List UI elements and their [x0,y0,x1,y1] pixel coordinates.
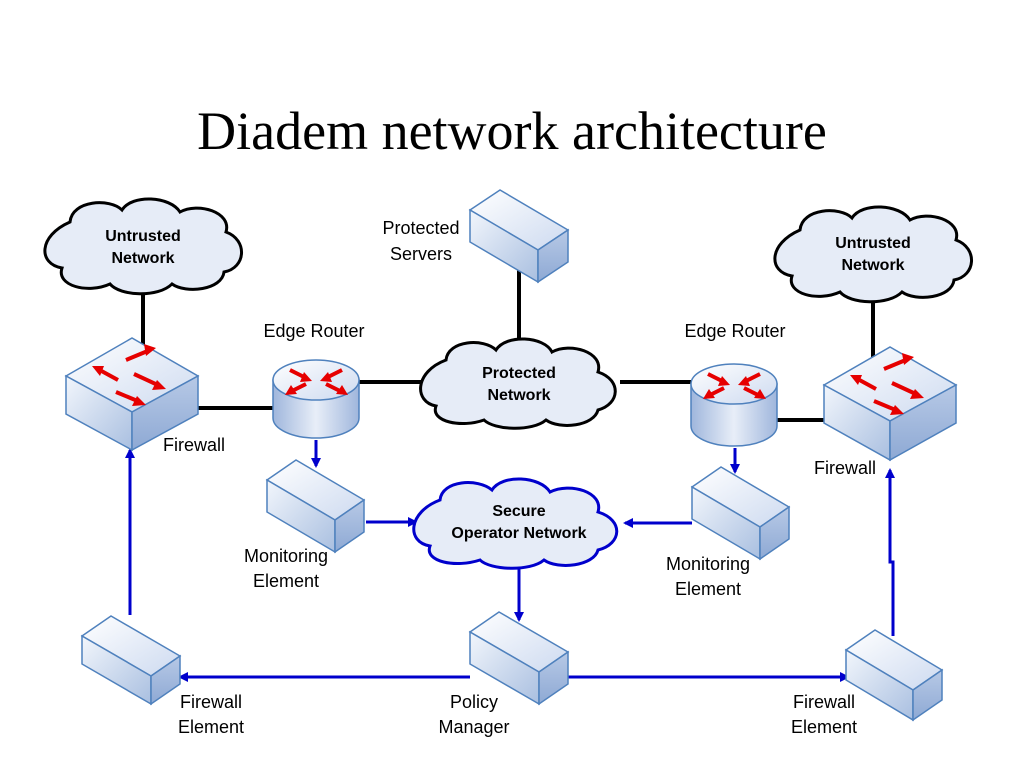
monitoring-left-line1: Monitoring [244,546,328,566]
untrusted-network-left-cloud: Untrusted Network [43,197,243,296]
router-right-arrows-icon [703,372,766,399]
secure-operator-line2: Operator Network [451,525,586,542]
control-links [125,440,895,682]
monitoring-element-left-box [265,459,366,554]
secure-operator-line1: Secure [492,503,545,520]
firewall-element-left-line1: Firewall [180,692,242,712]
edge-router-left-device [272,359,360,439]
wired-links [141,270,875,422]
firewall-element-left-box [80,615,182,706]
firewall-element-right-line2: Element [791,717,857,737]
untrusted-network-right-cloud: Untrusted Network [773,205,973,304]
policy-manager-line1: Policy [450,692,498,712]
edge-router-left-label: Edge Router [263,321,364,341]
firewall-element-right-box [844,629,944,722]
untrusted-right-line2: Network [841,257,904,274]
protected-servers-line2: Servers [390,244,452,264]
protected-servers-line1: Protected [382,218,459,238]
router-left-arrows-icon [285,368,348,395]
edge-router-right-device [690,363,778,447]
untrusted-left-line1: Untrusted [105,228,181,245]
monitoring-right-line2: Element [675,579,741,599]
untrusted-left-line2: Network [111,250,174,267]
arrow-fwelement-right-firewall [885,468,895,636]
firewall-right-device [822,346,958,462]
firewall-element-right-line1: Firewall [793,692,855,712]
untrusted-right-line1: Untrusted [835,235,911,252]
protected-network-cloud: Protected Network [419,337,617,430]
monitoring-element-right-box [690,466,791,561]
monitoring-right-line1: Monitoring [666,554,750,574]
protected-servers-box [468,189,570,284]
firewall-element-left-line2: Element [178,717,244,737]
policy-manager-box [468,611,570,706]
firewall-right-label: Firewall [814,458,876,478]
firewall-right-arrows-icon [850,353,924,415]
firewall-left-label: Firewall [163,435,225,455]
protected-network-line1: Protected [482,365,556,382]
firewall-left-device [64,337,200,452]
page-title: Diadem network architecture [197,101,827,161]
monitoring-left-line2: Element [253,571,319,591]
firewall-left-arrows-icon [92,344,166,406]
edge-router-right-label: Edge Router [684,321,785,341]
secure-operator-network-cloud: Secure Operator Network [412,477,619,570]
policy-manager-line2: Manager [438,717,509,737]
protected-network-line2: Network [487,387,550,404]
